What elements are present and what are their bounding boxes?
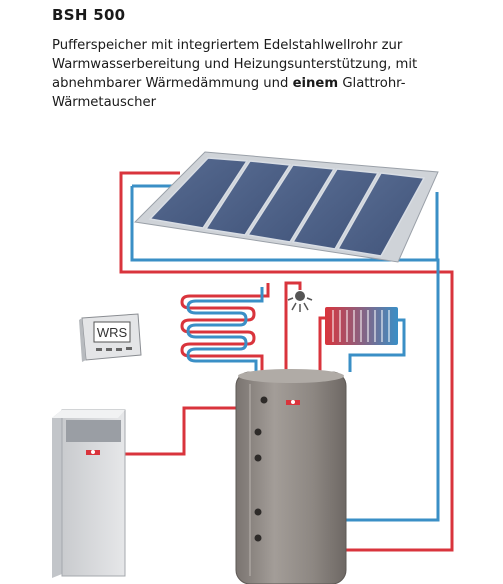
- collector-panel-5: [336, 172, 426, 257]
- description-text: Pufferspeicher mit integriertem Edelstah…: [52, 38, 418, 91]
- tap-head-icon: [295, 291, 305, 301]
- controller-wrs: WRS: [79, 313, 142, 362]
- boiler-side: [52, 410, 62, 578]
- coil-hot-loop: [180, 283, 270, 372]
- tank-port: [254, 534, 262, 542]
- tank-badge-dot: [291, 400, 295, 404]
- description-emphasis: einem: [292, 76, 339, 91]
- solar-hot-pipe: [119, 171, 454, 552]
- solar-collector: [133, 151, 439, 263]
- boiler-panel: [66, 420, 121, 442]
- boiler-hot-pipe: [118, 406, 238, 456]
- collector-panel-1: [148, 157, 249, 229]
- water-spray-icon: [287, 297, 313, 312]
- collector-panel-4: [291, 168, 380, 250]
- tank-port: [254, 428, 262, 436]
- tank-top: [238, 369, 344, 383]
- tap-pipe: [284, 281, 302, 372]
- collector-panel-3: [246, 164, 336, 243]
- page-title: BSH 500: [52, 6, 126, 24]
- radiator-cold-pipe: [348, 318, 406, 372]
- tank-ports: [254, 396, 268, 542]
- boiler: [52, 409, 126, 578]
- buffer-tank: [235, 369, 347, 584]
- tank-port: [254, 508, 262, 516]
- underfloor-heating-coil: [180, 283, 270, 372]
- controller-buttons: [96, 347, 132, 351]
- description-text-end: Glattrohr-Wärmetauscher: [52, 76, 406, 110]
- boiler-top: [52, 410, 125, 418]
- coil-cold-line: [186, 287, 264, 372]
- radiator-fins: [332, 310, 390, 342]
- collector-panel-2: [204, 160, 292, 236]
- radiator-hot-pipe: [318, 316, 327, 372]
- boiler-indicator-dot: [91, 450, 95, 454]
- boiler-pipes: [118, 406, 238, 456]
- controller-display: [93, 321, 131, 343]
- radiator: [318, 307, 406, 372]
- hot-water-tap: [284, 281, 313, 372]
- product-description: Pufferspeicher mit integriertem Edelstah…: [52, 36, 492, 112]
- controller-label: WRS: [97, 325, 128, 340]
- tank-port: [254, 454, 262, 462]
- controller-side: [79, 318, 86, 362]
- tank-port: [260, 396, 268, 404]
